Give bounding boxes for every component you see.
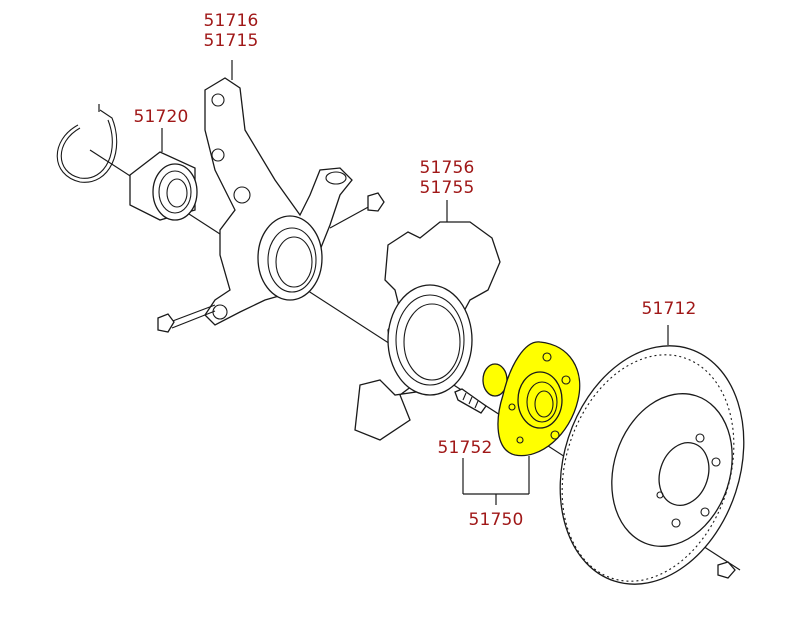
part-number[interactable]: 51712	[641, 299, 697, 319]
leader-bracket-51750	[462, 456, 530, 505]
part-number[interactable]: 51720	[133, 107, 189, 127]
label-knuckle[interactable]: 51716 51715	[198, 11, 264, 51]
part-number[interactable]: 51755	[419, 178, 475, 198]
wheel-bearing[interactable]	[129, 151, 198, 221]
label-hub-assembly[interactable]: 51750	[463, 510, 529, 530]
wheel-hub[interactable]	[482, 341, 581, 457]
label-wheel-bearing[interactable]: 51720	[128, 107, 194, 127]
label-brake-disc[interactable]: 51712	[636, 299, 702, 319]
knuckle-nut[interactable]	[329, 192, 385, 229]
part-number[interactable]: 51756	[419, 158, 475, 178]
label-hub-bolt[interactable]: 51752	[432, 438, 498, 458]
dust-cover[interactable]	[354, 221, 501, 441]
knuckle-bolt[interactable]	[157, 304, 216, 333]
brake-disc[interactable]	[531, 322, 774, 608]
snap-ring[interactable]	[56, 104, 118, 183]
part-number[interactable]: 51750	[468, 510, 524, 530]
part-number[interactable]: 51716	[203, 11, 259, 31]
hub-bolt[interactable]	[454, 388, 487, 414]
label-dust-cover[interactable]: 51756 51755	[414, 158, 480, 198]
part-number[interactable]: 51715	[203, 31, 259, 51]
disc-screw[interactable]	[717, 561, 736, 579]
steering-knuckle[interactable]	[204, 77, 353, 326]
part-number[interactable]: 51752	[437, 438, 493, 458]
